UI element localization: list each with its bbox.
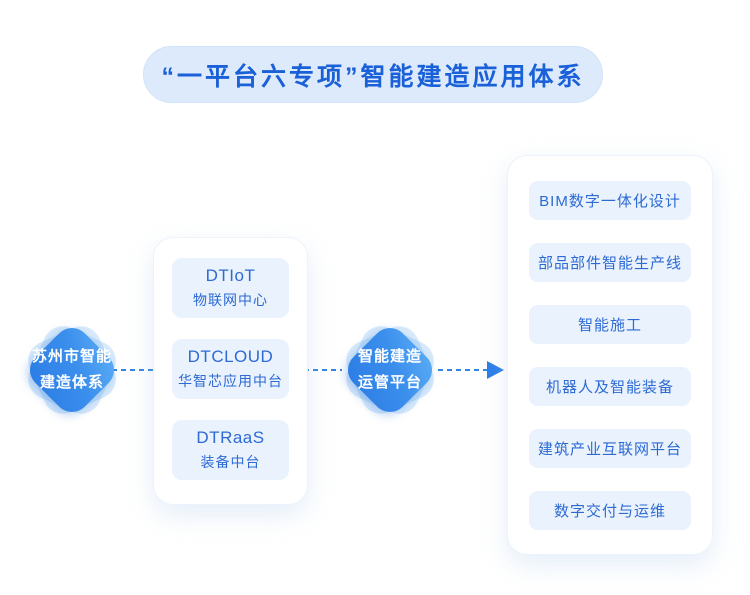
special-label: 数字交付与运维 [553, 503, 666, 520]
middle-card-item-dtraas: DTRaaS 装备中台 [172, 420, 289, 480]
special-item-bim-design: BIM数字一体化设计 [529, 181, 691, 220]
node-label: 苏州市智能 建造体系 [22, 320, 122, 420]
platform-middle-card: DTIoT 物联网中心 DTCLOUD 华智芯应用中台 DTRaaS 装备中台 [153, 237, 308, 505]
special-item-smart-construction: 智能施工 [529, 305, 691, 344]
specials-card: BIM数字一体化设计 部品部件智能生产线 智能施工 机器人及智能装备 建筑产业互… [507, 155, 713, 555]
dotted-connector-left [112, 369, 156, 371]
arrow-right-icon [487, 361, 504, 379]
middle-card-item-dtcloud: DTCLOUD 华智芯应用中台 [172, 339, 289, 399]
item-name: DTRaaS [196, 428, 265, 447]
node-label-line1: 苏州市智能 [31, 348, 112, 365]
special-item-smart-production-line: 部品部件智能生产线 [529, 243, 691, 282]
node-suzhou-system: 苏州市智能 建造体系 [21, 319, 123, 421]
special-item-industry-internet-platform: 建筑产业互联网平台 [529, 429, 691, 468]
item-name: DTIoT [205, 266, 256, 285]
special-item-digital-delivery-ops: 数字交付与运维 [529, 491, 691, 530]
node-label-line1: 智能建造 [357, 348, 422, 365]
middle-card-item-dtiot: DTIoT 物联网中心 [172, 258, 289, 318]
dotted-connector-right [438, 369, 488, 371]
node-label: 智能建造 运管平台 [340, 320, 440, 420]
page-title: “一平台六专项”智能建造应用体系 [161, 62, 585, 91]
item-desc: 装备中台 [200, 454, 261, 470]
node-label-line2: 建造体系 [39, 374, 104, 391]
special-label: 机器人及智能装备 [545, 379, 674, 396]
dotted-connector-middle [304, 369, 342, 371]
item-desc: 物联网中心 [193, 292, 268, 308]
special-label: 建筑产业互联网平台 [537, 441, 682, 458]
item-desc: 华智芯应用中台 [178, 373, 283, 389]
title-banner: “一平台六专项”智能建造应用体系 [143, 46, 603, 103]
item-name: DTCLOUD [187, 347, 274, 366]
special-label: 智能施工 [577, 317, 642, 334]
special-label: 部品部件智能生产线 [537, 255, 682, 272]
node-operations-platform: 智能建造 运管平台 [339, 319, 441, 421]
special-label: BIM数字一体化设计 [539, 193, 681, 210]
node-label-line2: 运管平台 [357, 374, 422, 391]
special-item-robots-equipment: 机器人及智能装备 [529, 367, 691, 406]
